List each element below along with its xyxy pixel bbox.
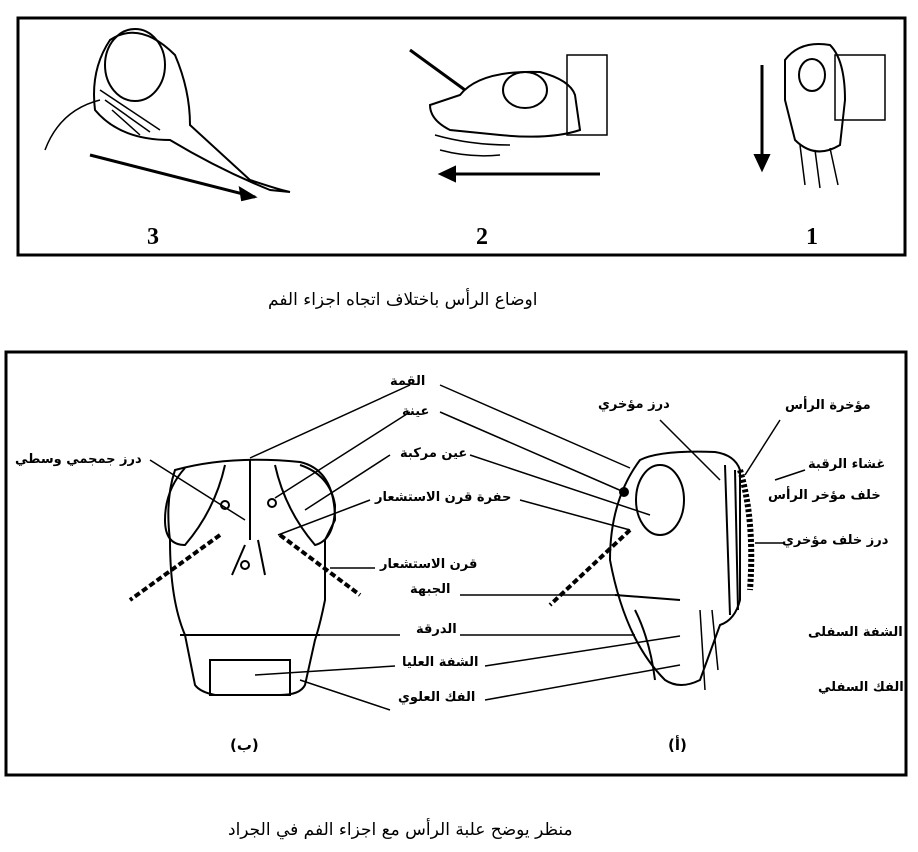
label-ocellus: عينة [402,404,430,419]
label-occiput: مؤخرة الرأس [785,398,871,413]
label-epicranial-suture: درز جمجمي وسطي [15,452,142,467]
label-antennal-socket: حفرة قرن الاستشعار [375,490,512,505]
label-antenna: قرن الاستشعار [380,557,478,572]
label-occipital-suture: درز مؤخري [598,397,670,412]
head-position-3 [44,28,291,202]
head-position-2 [409,48,608,183]
head-side-view [548,450,755,691]
front-view-tag: (ب) [230,736,259,754]
head-front-view [128,458,362,696]
label-neck-membrane: غشاء الرقبة [808,457,886,472]
position-number-2: 2 [476,224,488,250]
label-clypeus: الدرقة [416,622,457,637]
position-number-3: 3 [147,224,159,250]
side-view-tag: (أ) [668,736,687,754]
bottom-caption: منظر يوضح علبة الرأس مع اجزاء الفم في ال… [228,820,573,840]
label-postocciput: خلف مؤخر الرأس [768,488,881,503]
label-frons: الجبهة [410,582,451,597]
label-postoccipital-suture: درز خلف مؤخري [782,533,889,548]
bottom-frame [4,350,908,777]
top-caption: اوضاع الرأس باختلاف اتجاه اجزاء الفم [268,290,538,310]
label-compound-eye: عين مركبة [400,446,468,461]
label-labrum: الشفة العليا [402,655,479,670]
label-maxilla: الفك السفلي [818,680,904,695]
label-mandible: الفك العلوي [398,690,476,705]
label-labium: الشفة السفلى [808,625,903,640]
leader-lines [149,384,806,711]
top-frame [16,16,907,257]
head-position-1 [753,43,886,189]
position-number-1: 1 [806,224,818,250]
label-vertex: القمة [390,374,426,389]
